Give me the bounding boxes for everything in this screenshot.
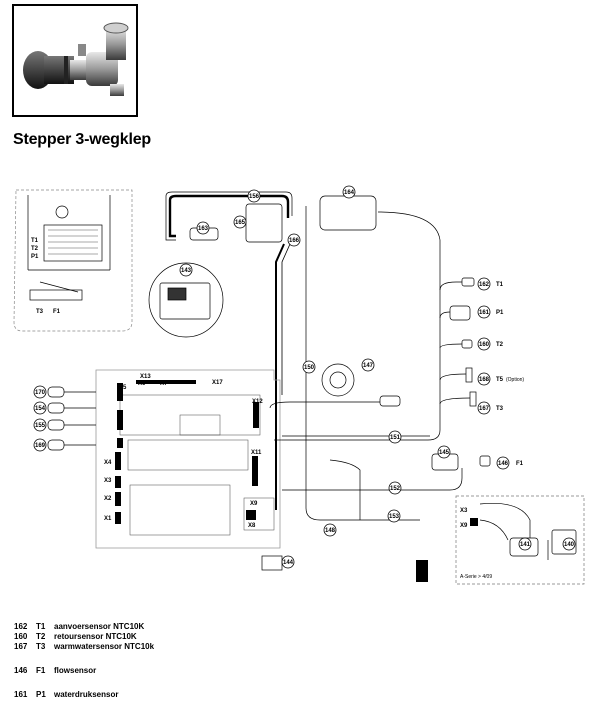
callout-163: 163 xyxy=(198,226,209,232)
callout-161: 161 xyxy=(479,310,490,316)
connector-x2: X2 xyxy=(104,496,112,502)
callout-143: 143 xyxy=(181,268,192,274)
callout-164: 164 xyxy=(344,190,355,196)
sensor-label-f1: F1 xyxy=(516,461,524,467)
cable-164 xyxy=(305,206,420,521)
callout-169: 169 xyxy=(35,443,46,449)
connector-block-x2 xyxy=(115,492,121,506)
connector-x1: X1 xyxy=(104,516,112,522)
callout-144: 144 xyxy=(283,560,294,566)
connector-x9: X9 xyxy=(250,501,258,507)
connector-x11: X11 xyxy=(251,450,262,456)
connector-block-top xyxy=(136,380,196,384)
callout-166: 166 xyxy=(289,238,300,244)
connector-x3-a-serie: X3 xyxy=(460,508,468,514)
connector-x7: X7 xyxy=(160,381,168,387)
resistor-155 xyxy=(47,419,65,431)
wiring-diagram: 170 154 155 169 156 163 165 166 164 143 … xyxy=(13,185,585,585)
callout-154: 154 xyxy=(35,406,46,412)
sensor-label-p1: P1 xyxy=(496,310,504,316)
callout-155: 155 xyxy=(35,423,46,429)
connector-x5: X5 xyxy=(119,385,127,391)
inset-label-t2: T2 xyxy=(31,246,39,252)
callout-165: 165 xyxy=(235,220,246,226)
callout-168: 168 xyxy=(479,377,490,383)
resistor-154 xyxy=(47,402,65,414)
callout-141: 141 xyxy=(520,542,531,548)
sensor-t1 xyxy=(461,277,475,287)
callout-156: 156 xyxy=(249,194,260,200)
fuses xyxy=(261,555,283,571)
a-serie-box xyxy=(455,495,585,585)
cable-166-down xyxy=(275,243,285,510)
connector-x9-a-serie: X9 xyxy=(460,523,468,529)
callout-170: 170 xyxy=(35,390,46,396)
control-board xyxy=(95,369,281,549)
sensor-t3 xyxy=(469,391,477,407)
connector-block-x11 xyxy=(252,456,258,486)
sensor-label-t5: T5 xyxy=(496,377,504,383)
sensor-t2 xyxy=(461,339,473,349)
sensor-label-t5-note: (Option) xyxy=(506,377,524,383)
connector-block-x3 xyxy=(115,476,121,488)
callout-147: 147 xyxy=(363,363,374,369)
sensor-t5 xyxy=(465,367,473,383)
callout-140: 140 xyxy=(564,542,575,548)
callout-148: 148 xyxy=(325,528,336,534)
connector-x6: X6 xyxy=(138,381,146,387)
callout-153: 153 xyxy=(389,514,400,520)
three-way-valve-image xyxy=(14,6,136,115)
callout-146: 146 xyxy=(498,461,509,467)
callout-151: 151 xyxy=(390,435,401,441)
sensor-label-t1: T1 xyxy=(496,282,504,288)
inset-box xyxy=(13,189,133,332)
connector-x4: X4 xyxy=(104,460,112,466)
cable-152 xyxy=(282,468,463,491)
sensor-label-t3: T3 xyxy=(496,406,504,412)
inset-label-p1: P1 xyxy=(31,254,39,260)
connector-x3: X3 xyxy=(104,478,112,484)
callout-152: 152 xyxy=(390,486,401,492)
series-note: A-Serie > 4/09 xyxy=(460,574,492,580)
page-title: Stepper 3-wegklep xyxy=(13,131,151,148)
inset-valve-icon xyxy=(55,205,69,219)
connector-x8: X8 xyxy=(248,523,256,529)
inset-label-t3: T3 xyxy=(36,309,44,315)
resistor-170 xyxy=(47,386,65,398)
cable-156 xyxy=(168,194,290,238)
callout-150: 150 xyxy=(304,365,315,371)
sensor-p1 xyxy=(449,305,471,321)
sensor-label-t2: T2 xyxy=(496,342,504,348)
connector-x12: X12 xyxy=(252,399,263,405)
connector-block-x4 xyxy=(115,452,121,470)
resistor-169 xyxy=(47,439,65,451)
callout-145: 145 xyxy=(439,450,450,456)
connector-block-x12 xyxy=(253,402,259,428)
gas-valve xyxy=(245,203,283,243)
connector-block-x1 xyxy=(115,512,121,524)
valve-photo xyxy=(12,4,138,117)
callout-160: 160 xyxy=(479,342,490,348)
inset-label-t1: T1 xyxy=(31,238,39,244)
connector-x17: X17 xyxy=(212,380,223,386)
connector-x13: X13 xyxy=(140,374,151,380)
callout-167: 167 xyxy=(479,406,490,412)
inset-pump xyxy=(29,289,83,301)
connector-block-x9 xyxy=(246,510,256,520)
callout-162: 162 xyxy=(479,282,490,288)
fan-unit xyxy=(319,195,377,231)
inset-heat-exchanger xyxy=(43,224,103,262)
inset-label-f1: F1 xyxy=(53,309,61,315)
